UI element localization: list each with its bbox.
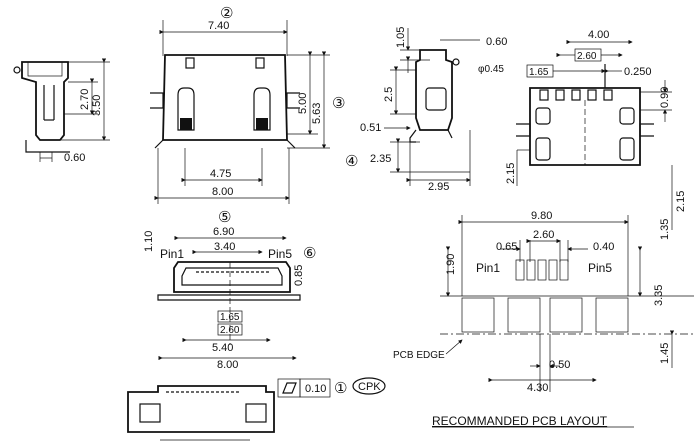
pcb-pad-center-left: [507, 297, 541, 333]
pcb-pad-pin5: [559, 259, 569, 281]
callout-2: ②: [220, 4, 233, 22]
bottom-view-shell: [127, 385, 275, 433]
pcb-dim-050: 0.50: [549, 359, 570, 371]
dim-051: 0.51: [360, 122, 381, 134]
top-view: 4.00 2.60 1.65 0.250 0.90 2.15 2.15: [505, 29, 687, 230]
callout-6: ⑥: [303, 244, 316, 262]
bottom-view: 0.10 ① CPK: [127, 377, 386, 441]
callout-1: ①: [334, 379, 347, 397]
dim-690: 6.90: [213, 226, 234, 238]
side-detail-body: [415, 49, 453, 131]
bottom-front-view: ⑤ 6.90 1.10 3.40 Pin1 Pin5 ⑥ 0.85 1.65 2…: [143, 208, 316, 371]
flatness-icon: [282, 382, 297, 394]
dim-260c: 2.60: [220, 325, 240, 336]
pcb-pin1-label: Pin1: [476, 261, 500, 275]
dim-475: 4.75: [210, 168, 231, 180]
dim-800b: 8.00: [217, 359, 238, 371]
side-view-hatched-top: [27, 61, 63, 77]
bottom-front-shell: [173, 261, 291, 293]
pin1-label: Pin1: [160, 247, 184, 261]
front-view-slot-right: [253, 87, 271, 131]
pcb-layout-title: RECOMMANDED PCB LAYOUT: [432, 414, 608, 428]
pcb-dim-260: 2.60: [533, 229, 554, 241]
pcb-dim-430: 4.30: [527, 382, 548, 394]
dim-085: 0.85: [293, 265, 305, 286]
dim-215b: 2.15: [675, 191, 687, 212]
dim-235: 2.35: [370, 153, 391, 165]
dim-270: 2.70: [79, 89, 91, 110]
pin5-label: Pin5: [268, 247, 292, 261]
dim-340: 3.40: [214, 241, 235, 253]
front-view: ② 7.40 5.00 5.63 ③ 4.75 8.00: [150, 4, 345, 204]
pcb-pin5-label: Pin5: [588, 261, 612, 275]
flatness-symbol-box: [277, 378, 301, 398]
pcb-dim-335: 3.35: [653, 285, 665, 306]
pcb-pad-shell-right: [595, 297, 629, 333]
dim-25: 2.5: [383, 87, 395, 102]
dim-165c: 1.65: [220, 312, 240, 323]
callout-4: ④: [345, 152, 358, 170]
side-view-body: [21, 61, 69, 141]
dim-740: 7.40: [208, 20, 229, 32]
dim-060: 0.60: [64, 152, 85, 164]
side-view-peg: [13, 66, 21, 74]
dim-540: 5.40: [212, 342, 233, 354]
dim-0250: 0.250: [624, 66, 652, 78]
dim-563: 5.63: [311, 103, 323, 124]
side-detail-view: 1.05 0.60 φ0.45 2.5 0.51 ④ 2.35 2.95: [345, 27, 507, 193]
callout-5: ⑤: [218, 208, 231, 226]
dim-800: 8.00: [212, 186, 233, 198]
dim-phi045: φ0.45: [478, 64, 504, 75]
pcb-pad-pin4: [548, 259, 558, 281]
pcb-pad-center-right: [549, 297, 583, 333]
pcb-dim-190: 1.90: [445, 254, 457, 275]
callout-3: ③: [332, 94, 345, 112]
dim-090: 0.90: [659, 87, 671, 108]
pcb-edge-label: PCB EDGE: [393, 350, 445, 361]
pcb-layout: 9.80 1.35 2.60 0.65 0.40 1.90 Pin1 Pin5 …: [393, 210, 694, 428]
pcb-pad-pin3: [537, 259, 547, 281]
dim-400: 4.00: [588, 29, 609, 41]
cpk-ellipse: [352, 377, 386, 395]
pcb-dim-145: 1.45: [659, 343, 671, 364]
pcb-pad-pin1: [515, 259, 525, 281]
cpk-label: CPK: [358, 381, 381, 393]
dim-110: 1.10: [143, 231, 155, 252]
front-view-slot-left: [177, 87, 195, 131]
dim-105: 1.05: [395, 27, 407, 48]
dim-295: 2.95: [428, 181, 449, 193]
side-view-foot: [25, 140, 70, 153]
pcb-dim-980: 9.80: [531, 210, 552, 222]
dim-260b: 2.60: [577, 51, 597, 62]
dim-215a: 2.15: [505, 163, 517, 184]
pcb-pad-pin2: [526, 259, 536, 281]
dim-500: 5.00: [297, 93, 309, 114]
pcb-dim-040: 0.40: [593, 241, 614, 253]
dim-060b: 0.60: [486, 36, 507, 48]
flatness-value: 0.10: [305, 383, 326, 395]
top-view-body: [529, 87, 641, 166]
pcb-dim-065: 0.65: [496, 241, 517, 253]
side-view: 2.70 3.50 0.60: [13, 58, 110, 164]
dim-165b: 1.65: [529, 67, 549, 78]
pcb-pad-shell-left: [461, 297, 495, 333]
pcb-dim-135: 1.35: [659, 219, 671, 240]
dim-350: 3.50: [91, 95, 103, 116]
